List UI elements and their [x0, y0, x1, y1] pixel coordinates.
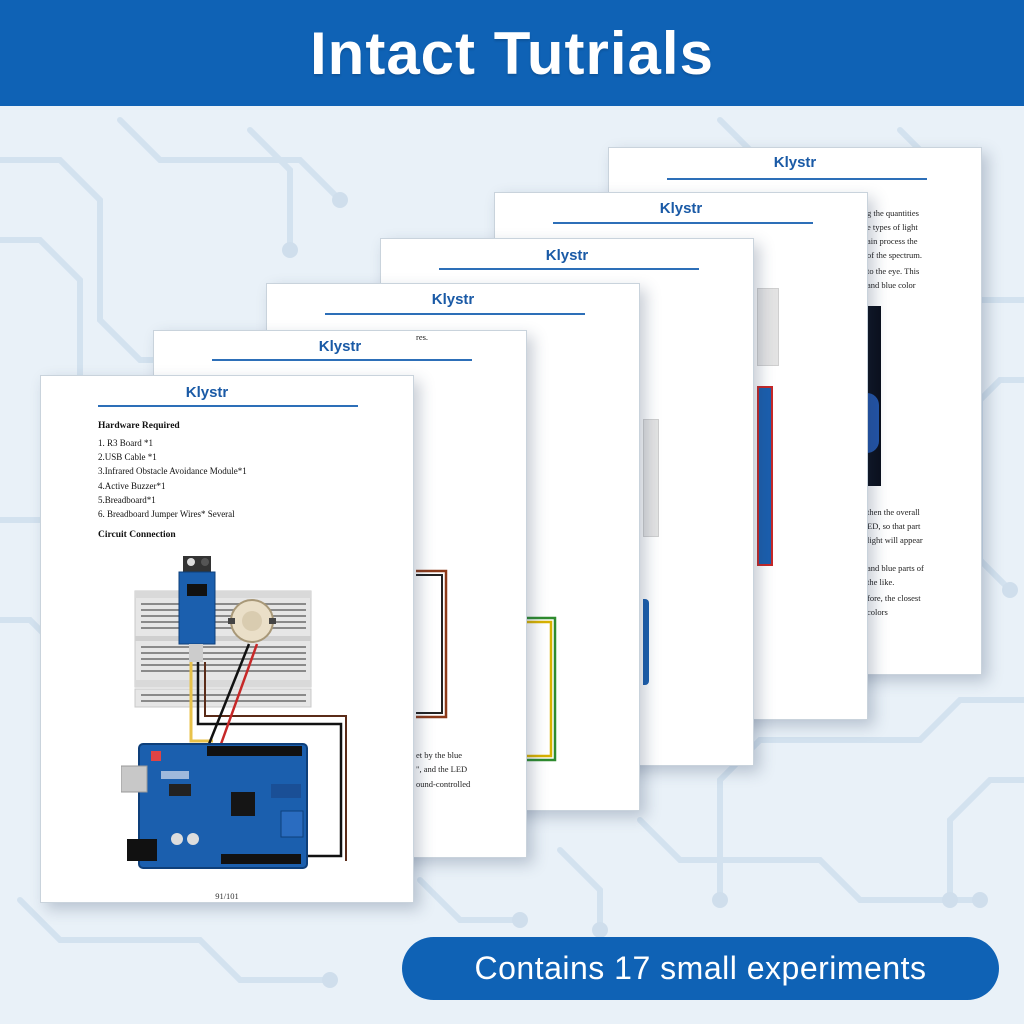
experiments-badge: Contains 17 small experiments	[402, 937, 999, 1000]
hardware-item: 5.Breadboard*1	[98, 495, 156, 505]
text-fragment: fore, the closest	[867, 593, 921, 603]
page-brand: Klystr	[431, 291, 475, 308]
image-fragment	[867, 393, 879, 453]
text-fragment: ound-controlled	[416, 779, 471, 789]
page-number: 91/101	[215, 891, 239, 901]
wire-fragment	[416, 569, 448, 719]
circuit-connection-heading: Circuit Connection	[98, 530, 176, 540]
text-fragment: to the eye. This	[867, 266, 920, 276]
page-brand: Klystr	[318, 338, 362, 355]
breadboard-fragment	[643, 419, 659, 537]
tutorial-page-front: Klystr Hardware Required 1. R3 Board *1 …	[40, 375, 414, 903]
text-fragment: ED, so that part	[867, 521, 921, 531]
page-brand: Klystr	[185, 384, 229, 401]
wire-fragment	[527, 616, 557, 762]
text-fragment: e types of light	[867, 222, 918, 232]
breadboard-fragment	[757, 288, 779, 366]
page-divider	[439, 268, 699, 270]
title-banner: Intact Tutrials	[0, 0, 1024, 106]
text-fragment: g the quantities	[867, 208, 919, 218]
page-divider	[325, 313, 585, 315]
page-divider	[553, 222, 813, 224]
page-brand: Klystr	[773, 154, 817, 171]
text-fragment: and blue color	[867, 280, 916, 290]
text-fragment: ", and the LED	[416, 764, 468, 774]
page-divider	[212, 359, 472, 361]
page-divider	[667, 178, 927, 180]
badge-text: Contains 17 small experiments	[474, 950, 927, 986]
text-fragment: et by the blue	[416, 750, 463, 760]
page-brand: Klystr	[545, 247, 589, 264]
text-fragment: then the overall	[867, 507, 920, 517]
text-fragment: light will appear	[867, 535, 923, 545]
text-fragment: and blue parts of	[867, 563, 924, 573]
hardware-item: 2.USB Cable *1	[98, 452, 157, 462]
text-fragment: the like.	[867, 577, 895, 587]
board-fragment	[757, 386, 773, 566]
hardware-item: 1. R3 Board *1	[98, 438, 153, 448]
text-fragment: res.	[416, 332, 429, 342]
text-fragment: ain process the	[867, 236, 918, 246]
text-fragment: colors	[867, 607, 888, 617]
page-divider	[98, 405, 358, 407]
hardware-item: 4.Active Buzzer*1	[98, 481, 166, 491]
text-fragment: of the spectrum.	[867, 250, 922, 260]
circuit-diagram	[121, 556, 347, 869]
hardware-required-heading: Hardware Required	[98, 421, 180, 431]
page-brand: Klystr	[659, 200, 703, 217]
banner-title: Intact Tutrials	[310, 19, 714, 87]
hardware-item: 3.Infrared Obstacle Avoidance Module*1	[98, 466, 247, 476]
hardware-item: 6. Breadboard Jumper Wires* Several	[98, 509, 235, 519]
board-fragment	[643, 599, 649, 685]
